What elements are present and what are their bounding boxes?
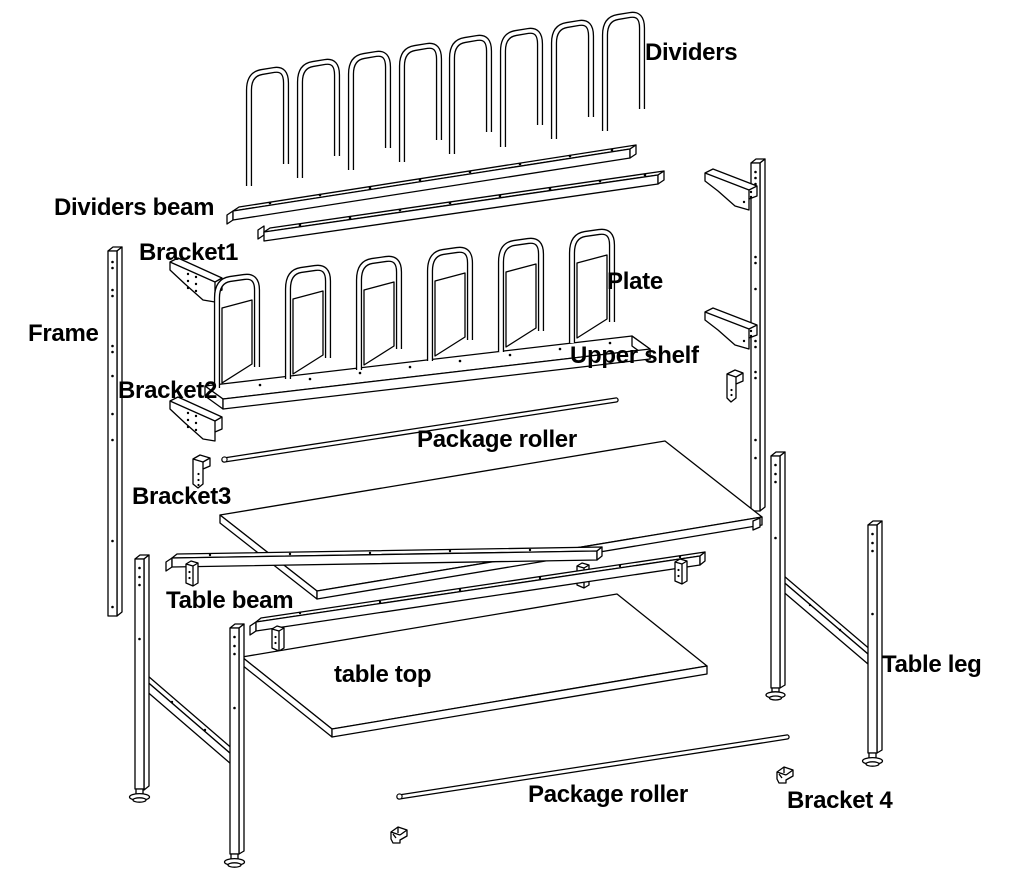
frame-clip-bracket xyxy=(726,369,744,403)
label-table-top: table top xyxy=(334,661,432,688)
table-beam-drawing xyxy=(165,546,706,652)
table-top-drawing xyxy=(241,593,708,738)
label-bracket4: Bracket 4 xyxy=(787,787,893,814)
label-upper-shelf: Upper shelf xyxy=(570,342,699,369)
label-bracket3: Bracket3 xyxy=(132,483,232,510)
label-bracket1: Bracket1 xyxy=(139,239,239,266)
bracket4-drawing xyxy=(776,766,794,784)
label-dividers-beam: Dividers beam xyxy=(54,194,215,221)
label-dividers: Dividers xyxy=(645,39,738,66)
frame-right-drawing xyxy=(704,158,766,512)
bracket3-drawing xyxy=(192,454,211,489)
label-plate: Plate xyxy=(607,268,663,295)
frame-left-drawing xyxy=(107,246,123,617)
package-roller-lower-drawing xyxy=(396,734,790,800)
small-bracket-drawing xyxy=(390,826,408,844)
label-frame: Frame xyxy=(28,320,99,347)
label-package-roller-lower: Package roller xyxy=(528,781,688,808)
label-table-leg: Table leg xyxy=(882,651,982,678)
dividers-beam-drawing xyxy=(226,144,665,242)
package-roller-upper-drawing xyxy=(221,397,619,463)
beam-holes xyxy=(268,148,614,205)
beam-holes xyxy=(298,173,647,227)
label-package-roller-upper: Package roller xyxy=(417,426,577,453)
upper-shelf-drawing xyxy=(204,335,651,410)
label-bracket2: Bracket2 xyxy=(118,377,218,404)
table-leg-right-drawing xyxy=(765,451,884,767)
label-table-beam: Table beam xyxy=(166,587,294,614)
table-leg-left-drawing xyxy=(128,554,246,868)
